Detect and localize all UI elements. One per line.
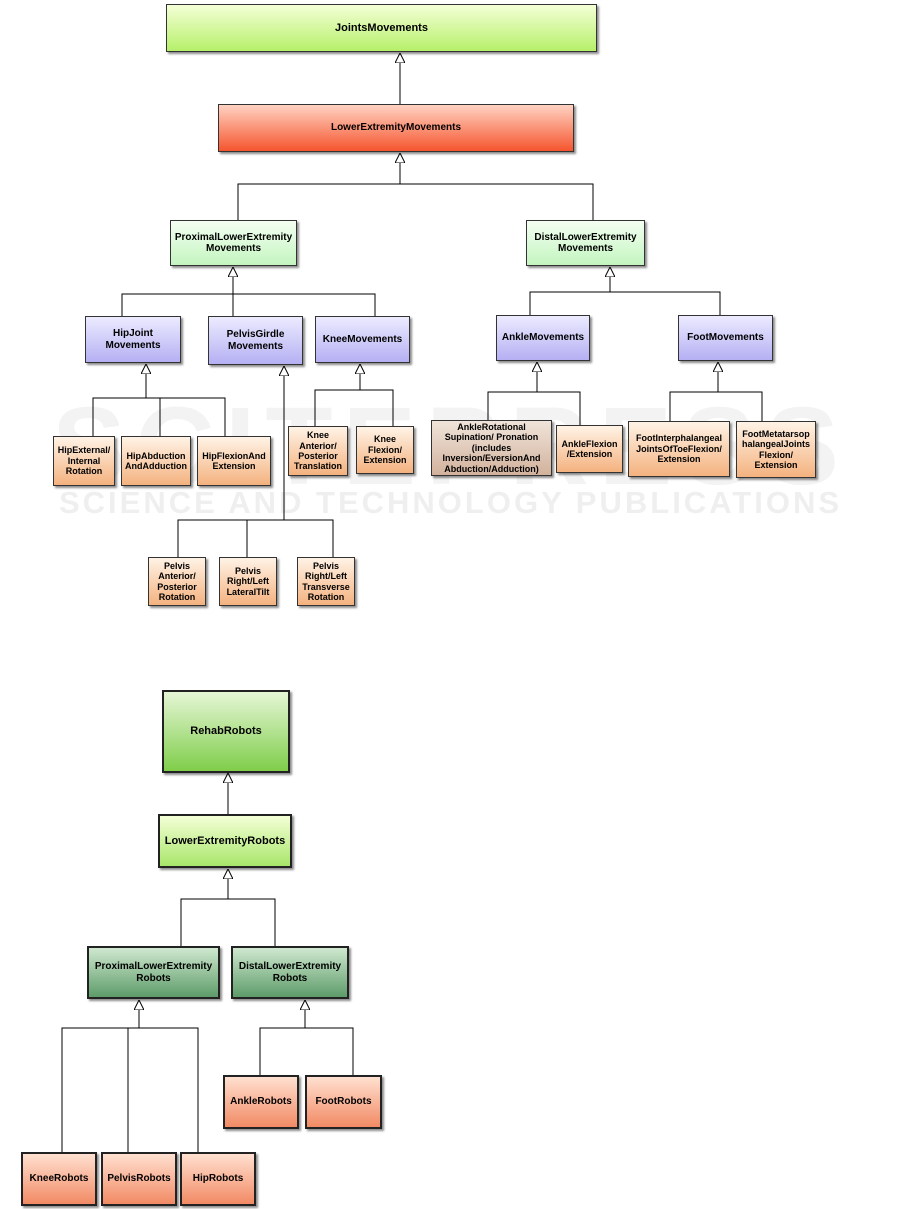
edge-distal-children [529,291,721,315]
node-ankle-flexion-extension: AnkleFlexion /Extension [556,425,623,473]
node-joints-movements: JointsMovements [166,4,597,52]
node-pelvis-lateral-tilt: Pelvis Right/Left LateralTilt [219,557,277,606]
node-pelvis-girdle-movements: PelvisGirdle Movements [208,316,303,365]
node-ankle-movements: AnkleMovements [496,315,590,361]
node-hip-robots: HipRobots [180,1152,256,1206]
watermark-tagline: SCIENCE AND TECHNOLOGY PUBLICATIONS [58,485,843,520]
edge-foot-children [669,391,763,421]
node-knee-movements: KneeMovements [315,316,410,363]
node-lower-extremity-movements: LowerExtremityMovements [218,104,574,152]
node-pelvis-transverse-rotation: Pelvis Right/Left Transverse Rotation [297,557,355,606]
edge-knee-children [314,389,394,426]
node-foot-movements: FootMovements [678,315,773,361]
node-rehab-robots: RehabRobots [162,690,290,773]
edge-hip-children [92,397,226,436]
node-lower-extremity-robots: LowerExtremityRobots [158,814,292,868]
edge-robot-proximal-distal [180,898,276,946]
edge-robot-proximal-children [61,1027,199,1152]
edge-ankle-children [487,391,581,425]
node-knee-flexion-extension: Knee Flexion/ Extension [356,426,414,474]
node-proximal-lower-extremity-movements: ProximalLowerExtremity Movements [170,220,297,266]
node-distal-lower-extremity-movements: DistalLowerExtremity Movements [526,220,645,266]
edge-robot-distal-children [259,1027,354,1075]
node-ankle-robots: AnkleRobots [223,1075,299,1129]
node-distal-lower-extremity-robots: DistalLowerExtremity Robots [231,946,349,999]
node-knee-robots: KneeRobots [21,1152,97,1206]
node-pelvis-anterior-posterior-rotation: Pelvis Anterior/ Posterior Rotation [148,557,206,606]
edge-proximal-children [121,293,376,316]
node-foot-interphalangeal-joints: FootInterphalangeal JointsOfToeFlexion/ … [628,421,730,477]
node-hip-external-internal-rotation: HipExternal/ Internal Rotation [53,436,115,486]
node-hip-joint-movements: HipJoint Movements [85,316,181,363]
node-knee-anterior-posterior-translation: Knee Anterior/ Posterior Translation [288,426,348,476]
node-foot-robots: FootRobots [305,1075,382,1129]
node-pelvis-robots: PelvisRobots [101,1152,177,1206]
edge-proximal-distal-to-level1 [237,183,594,220]
node-proximal-lower-extremity-robots: ProximalLowerExtremity Robots [87,946,220,999]
node-ankle-rotational-supination-pronation: AnkleRotational Supination/ Pronation (i… [431,420,552,476]
node-foot-metatarsophalangeal-joints: FootMetatarsop halangealJoints Flexion/ … [736,421,816,478]
node-hip-flexion-extension: HipFlexionAnd Extension [197,436,271,486]
edge-pelvis-children [177,519,334,557]
node-hip-abduction-adduction: HipAbduction AndAdduction [121,436,191,486]
